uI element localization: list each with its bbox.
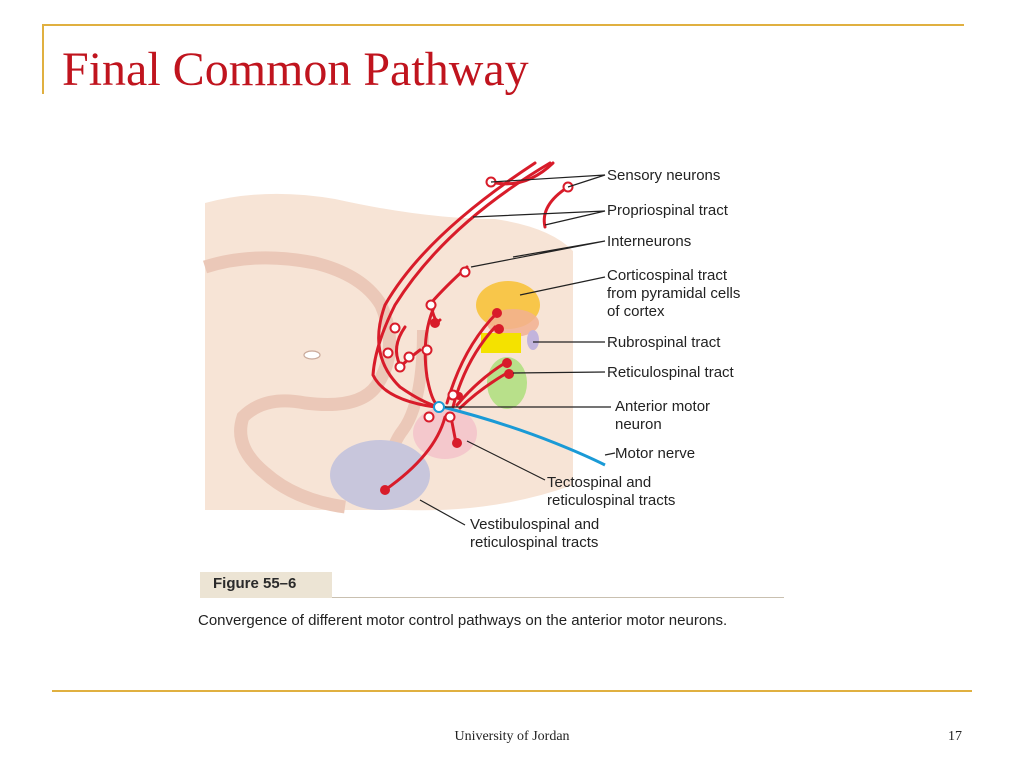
anterior-motor-neuron-icon <box>433 401 445 413</box>
central-canal <box>303 350 321 360</box>
figure-label-bar <box>200 572 332 598</box>
rubrospinal-region <box>481 333 521 353</box>
label-reticulospinal-tract: Reticulospinal tract <box>607 364 735 381</box>
neuron-fibers <box>371 161 570 492</box>
label-tectospinal-1: Tectospinal and <box>547 474 651 491</box>
leader-lines <box>419 174 616 526</box>
motor-nerve-fiber <box>442 405 606 467</box>
page-number: 17 <box>948 729 962 744</box>
gray-matter-outline <box>203 251 396 514</box>
neuron-cell-bodies <box>382 176 574 423</box>
rubrospinal-edge <box>527 330 539 350</box>
footer-institution: University of Jordan <box>454 729 570 744</box>
figure-caption: Convergence of different motor control p… <box>198 612 728 629</box>
label-vestibulospinal-1: Vestibulospinal and <box>470 516 599 533</box>
slide-title: Final Common Pathway <box>62 43 529 96</box>
label-vestibulospinal-2: reticulospinal tracts <box>470 534 598 551</box>
label-tectospinal-2: reticulospinal tracts <box>547 492 675 509</box>
label-sensory-neurons: Sensory neurons <box>607 167 720 184</box>
label-interneurons: Interneurons <box>607 233 691 250</box>
label-corticospinal-1: Corticospinal tract <box>607 267 728 284</box>
spinal-cord-diagram: Sensory neurons Propriospinal tract Inte… <box>203 161 740 551</box>
footer-rule <box>52 690 972 692</box>
label-corticospinal-2: from pyramidal cells <box>607 285 740 302</box>
figure-label-rule <box>332 597 784 598</box>
frame-left-rule <box>42 24 44 94</box>
label-corticospinal-3: of cortex <box>607 303 665 320</box>
frame-top-rule <box>42 24 964 26</box>
label-anterior-motor-2: neuron <box>615 416 662 433</box>
label-motor-nerve: Motor nerve <box>615 445 695 462</box>
label-anterior-motor-1: Anterior motor <box>615 398 710 415</box>
figure-number: Figure 55–6 <box>213 575 297 592</box>
label-rubrospinal-tract: Rubrospinal tract <box>607 334 721 351</box>
vestibulospinal-region <box>330 440 430 510</box>
label-propriospinal-tract: Propriospinal tract <box>607 202 729 219</box>
